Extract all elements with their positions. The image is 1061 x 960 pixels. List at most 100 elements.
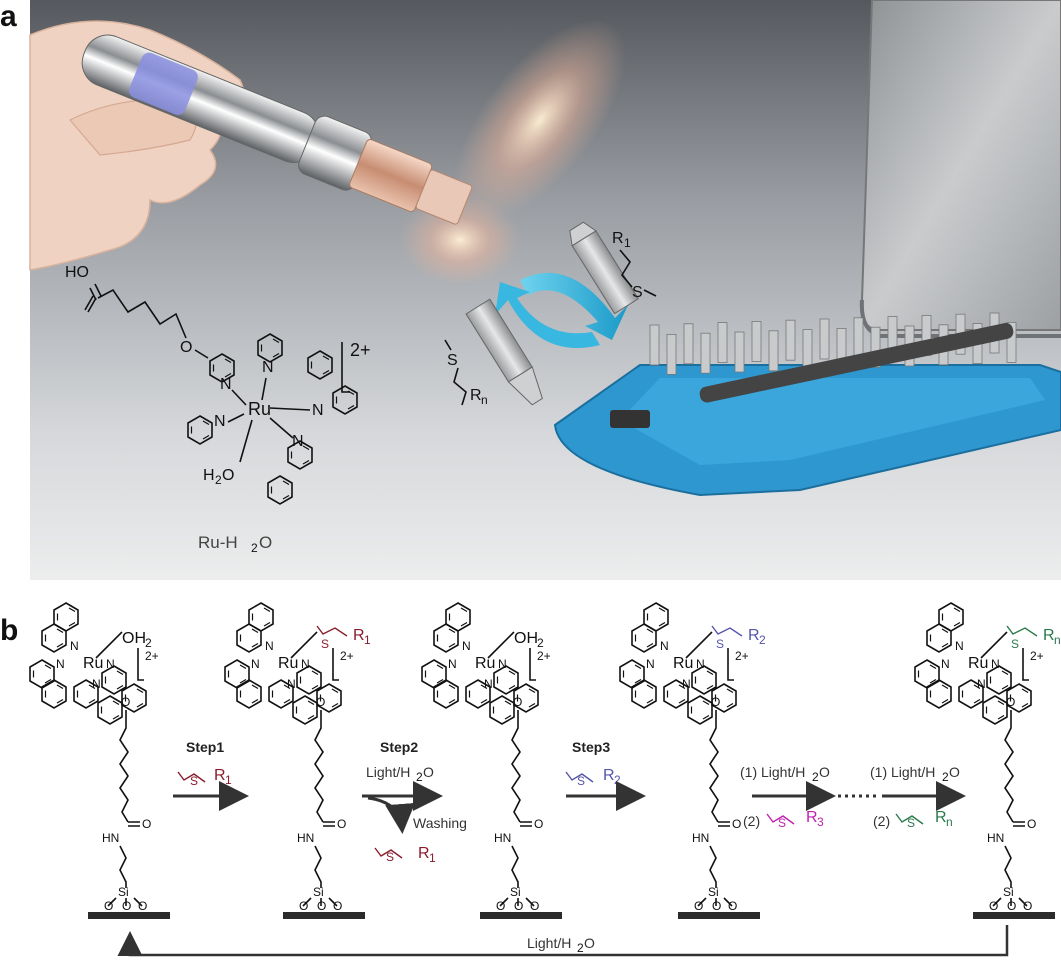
atom-h2o-h: H	[203, 467, 215, 484]
atom-si: Si	[313, 885, 324, 899]
atom-o: O	[694, 899, 703, 913]
substrate-surface	[973, 912, 1055, 919]
amide-carbonyl	[520, 821, 532, 827]
atom-n: N	[92, 677, 101, 691]
step1-reagent-r: R	[214, 767, 226, 784]
bit-top-r: R	[612, 230, 624, 247]
step2-cond-sub: 2	[416, 770, 423, 784]
ring	[53, 602, 79, 632]
atom-o: O	[317, 899, 326, 913]
siloxane-bonds	[499, 897, 535, 907]
ring	[236, 679, 262, 709]
atom-o: O	[122, 899, 131, 913]
ring	[445, 602, 471, 632]
step3-reagent-s: S	[577, 774, 585, 788]
ring	[248, 602, 274, 632]
toolbox-bit	[666, 333, 677, 375]
atom-ru: Ru	[278, 655, 298, 672]
toolbox-bit	[751, 320, 762, 362]
thioether-chain	[711, 625, 743, 637]
ring	[914, 659, 940, 689]
atom-n: N	[646, 657, 655, 671]
ring	[489, 695, 515, 725]
atom-hn: HN	[297, 831, 314, 845]
toolbox-shaft	[699, 322, 1014, 403]
atom-o: O	[333, 899, 342, 913]
siloxane-bonds	[302, 897, 338, 907]
atom-n: N	[682, 677, 691, 691]
toolbox-bit	[734, 331, 745, 373]
atom-n: N	[251, 657, 260, 671]
atom-n: N	[977, 677, 986, 691]
ru-h2o-complex: HO O N N N N N Ru H 2 O 2+	[65, 264, 371, 505]
step2-product-sub: 1	[429, 851, 436, 865]
propyl-linker	[119, 845, 127, 888]
step3-reagent-chain	[565, 771, 594, 783]
ring	[97, 695, 123, 725]
step2-product-chain	[374, 847, 403, 859]
atom-ru: Ru	[475, 655, 495, 672]
atom-o: O	[530, 899, 539, 913]
step2-cond-end: O	[423, 764, 434, 780]
atom-n: N	[696, 657, 705, 671]
toolbox-bit	[853, 317, 864, 359]
atom-n-3: N	[214, 413, 226, 430]
step5-line2-pre: (2)	[873, 813, 890, 829]
amide-carbonyl	[128, 821, 140, 827]
atom-o: O	[138, 899, 147, 913]
propyl-linker	[511, 845, 519, 888]
atom-oh2: OH	[122, 630, 146, 647]
propyl-linker	[709, 845, 717, 888]
ligand-r-sub: n	[1054, 633, 1061, 647]
atom-n: N	[941, 657, 950, 671]
atom-o: O	[104, 899, 113, 913]
atom-s: S	[321, 637, 329, 651]
charge-bracket	[727, 648, 734, 681]
atom-n: N	[955, 639, 964, 653]
amide-carbonyl	[1013, 821, 1025, 827]
loop-cond: Light/H	[527, 935, 571, 951]
ligand-r: R	[353, 627, 365, 644]
ring	[631, 679, 657, 709]
panel-label-a: a	[0, 0, 17, 33]
charge: 2+	[735, 649, 749, 663]
thioether-chain	[316, 625, 348, 637]
ru-bonds	[227, 377, 311, 463]
swap-arrow-top	[520, 272, 628, 340]
atom-o: O	[1027, 817, 1036, 831]
step4-reagent-r: R	[806, 809, 818, 826]
regeneration-loop-arrow	[117, 925, 1009, 957]
step5-line1-sub: 2	[942, 770, 949, 784]
bit-bottom-chain	[453, 367, 467, 406]
ring	[292, 695, 318, 725]
propyl-linker	[314, 845, 322, 888]
bit-top-chain	[619, 249, 633, 288]
bit-bottom	[465, 298, 543, 406]
bit-top-s: S	[632, 284, 643, 301]
alkyl-linker	[709, 710, 719, 823]
ring	[982, 695, 1008, 725]
toolbox-bit	[802, 329, 813, 371]
toolbox-bit	[700, 332, 711, 374]
atom-ru: Ru	[673, 655, 693, 672]
atom-o: O	[121, 695, 130, 709]
atom-n-2: N	[262, 359, 274, 376]
atom-o: O	[989, 899, 998, 913]
atom-o: O	[1007, 899, 1016, 913]
amide-carbonyl	[323, 821, 335, 827]
ring	[643, 602, 669, 632]
atom-h2o-o: O	[222, 467, 234, 484]
atom-o: O	[732, 817, 741, 831]
atom-ru: Ru	[248, 399, 271, 419]
charge-bracket	[137, 648, 144, 681]
siloxane-bonds	[992, 897, 1028, 907]
atom-n: N	[287, 677, 296, 691]
atom-o: O	[712, 899, 721, 913]
atom-o: O	[142, 817, 151, 831]
step2-title: Step2	[380, 739, 418, 755]
toolbox-lid	[860, 0, 1061, 331]
complex-name: Ru-H	[198, 533, 238, 552]
ring	[224, 659, 250, 689]
toolbox-bit	[683, 323, 694, 365]
